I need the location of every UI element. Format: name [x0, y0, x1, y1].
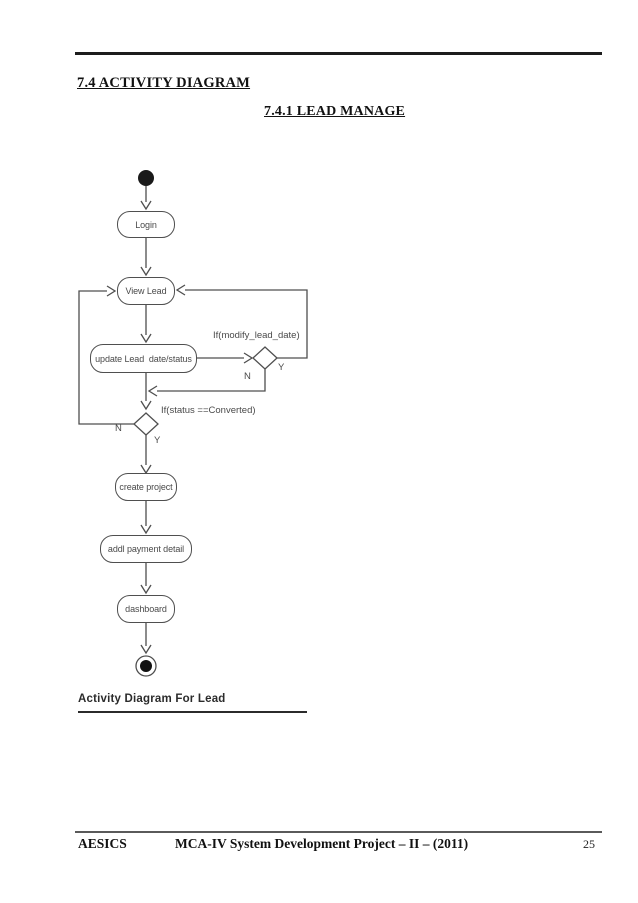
activity-dashboard-label: dashboard — [125, 604, 167, 614]
decision-modify-lead-date — [253, 347, 277, 369]
arrowhead-right-viewlead-left — [107, 286, 115, 296]
activity-view-lead: View Lead — [117, 277, 175, 305]
initial-node — [138, 170, 154, 186]
final-node-inner — [140, 660, 152, 672]
arrowhead-down-decision2 — [141, 401, 151, 409]
activity-create-project: create project — [115, 473, 177, 501]
arrowhead-down-createproject — [141, 465, 151, 473]
activity-login: Login — [117, 211, 175, 238]
arrowhead-left-viewlead-right — [177, 285, 185, 295]
caption-underline — [78, 711, 307, 713]
footer-page-number: 25 — [583, 837, 595, 851]
activity-dashboard: dashboard — [117, 595, 175, 623]
activity-view-lead-label: View Lead — [125, 286, 167, 296]
activity-addl-payment-detail-label: addl payment detail — [107, 544, 185, 554]
arrowhead-right-decision1 — [244, 353, 252, 363]
arrowhead-down-dashboard — [141, 585, 151, 593]
activity-login-label: Login — [135, 219, 157, 230]
subsection-heading: 7.4.1 LEAD MANAGE — [264, 104, 406, 119]
arrowhead-down-updatelead — [141, 334, 151, 342]
branch-label-n1: N — [244, 371, 251, 382]
branch-label-y2: Y — [154, 435, 161, 446]
top-rule — [75, 52, 602, 55]
edge-decision1-merge — [157, 369, 265, 391]
activity-update-lead: update Lead date/status — [90, 344, 197, 373]
guard-if-status-converted: If(status ==Converted) — [161, 405, 256, 416]
branch-label-n2: N — [115, 423, 122, 434]
edge-decision2-viewlead — [79, 291, 134, 424]
footer-title: MCA-IV System Development Project – II –… — [175, 836, 469, 851]
arrowhead-down-addlpayment — [141, 525, 151, 533]
branch-label-y1: Y — [278, 362, 285, 373]
diagram-caption: Activity Diagram For Lead — [78, 693, 226, 705]
guard-if-modify-lead-date: If(modify_lead_date) — [213, 330, 300, 341]
activity-addl-payment-detail: addl payment detail — [100, 535, 192, 563]
footer-rule — [75, 831, 602, 833]
decision-status-converted — [134, 413, 158, 435]
arrowhead-down-viewlead — [141, 267, 151, 275]
arrowhead-down-login — [141, 201, 151, 209]
footer-organization: AESICS — [78, 836, 127, 851]
arrowhead-left-merge — [149, 386, 157, 396]
arrowhead-down-final — [141, 645, 151, 653]
section-heading: 7.4 ACTIVITY DIAGRAM — [77, 75, 251, 91]
activity-create-project-label: create project — [119, 482, 173, 492]
activity-update-lead-label: update Lead date/status — [95, 353, 192, 364]
edge-decision1-viewlead — [185, 290, 307, 358]
